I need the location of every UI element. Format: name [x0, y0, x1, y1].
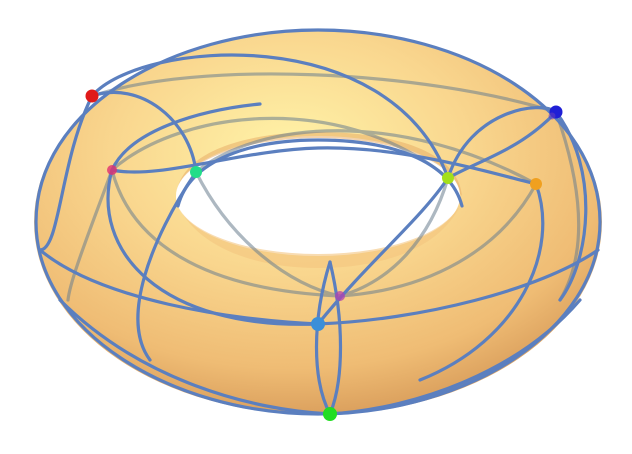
curve-pink-down: [106, 168, 320, 326]
curve-back-8: [66, 168, 114, 302]
curve-back-7: [194, 129, 538, 186]
purple-vertex: [548, 112, 556, 120]
teal-vertex: [190, 166, 202, 178]
curve-vertical-center: [314, 260, 332, 416]
curve-red-big-arc: [90, 53, 450, 180]
curve-red-to-teal: [90, 90, 198, 174]
red-vertex: [85, 89, 99, 103]
torus-curves: [34, 28, 602, 416]
outer-rim: [34, 28, 602, 416]
torus-inner-front: [178, 206, 460, 268]
steelblue-vertex: [311, 317, 325, 331]
curve-lime-loop: [446, 106, 558, 180]
curve-lower-left: [58, 298, 332, 416]
curve-center-right: [316, 248, 600, 326]
orange-vertex: [530, 178, 542, 190]
lime-vertex: [442, 172, 454, 184]
back-curves: [66, 72, 581, 302]
green-vertex: [323, 407, 337, 421]
curve-back-1: [110, 116, 450, 180]
magenta-vertex: [335, 291, 345, 301]
curve-inner-back: [176, 138, 464, 208]
curve-vertical-center-2: [328, 260, 343, 416]
curve-back-4: [338, 176, 450, 298]
curve-back-2: [110, 168, 342, 298]
curve-back-6: [90, 72, 558, 114]
curve-blue-down: [554, 110, 588, 302]
curve-lower-right: [328, 298, 582, 416]
curve-blue-front: [446, 110, 558, 180]
curve-back-5: [338, 182, 538, 298]
curve-red-left: [38, 94, 94, 252]
torus-hole: [176, 138, 460, 254]
pink-vertex: [107, 165, 117, 175]
curve-left-inner: [110, 102, 262, 172]
curve-pink-front: [110, 146, 538, 186]
curve-orange-down: [418, 182, 545, 382]
curve-back-9: [554, 110, 581, 302]
vertices: [85, 89, 563, 421]
curve-left-to-center: [38, 248, 320, 326]
